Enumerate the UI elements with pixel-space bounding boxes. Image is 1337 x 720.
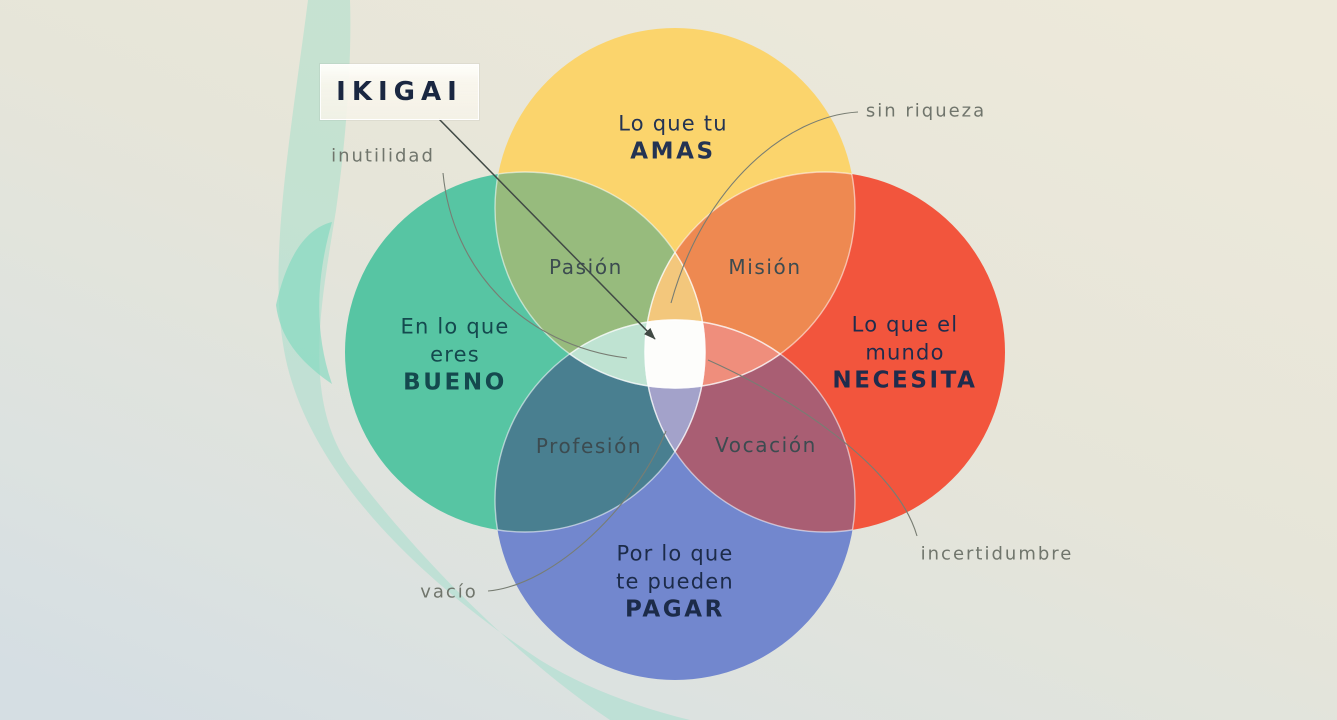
- background-ribbon-highlight: [276, 222, 332, 384]
- ikigai-arrow: [438, 118, 656, 340]
- ikigai-title: IKIGAI: [336, 77, 463, 107]
- outer-label-incertidumbre: incertidumbre: [920, 543, 1074, 565]
- outer-label-sin-riqueza: sin riqueza: [865, 100, 987, 122]
- outer-label-vacio: vacío: [420, 581, 478, 603]
- pointer-lines: [442, 111, 918, 592]
- background-ribbon: [278, 0, 690, 720]
- pointer-inutilidad: [442, 172, 628, 359]
- pointer-vacio: [487, 430, 667, 592]
- ikigai-title-box: IKIGAI: [320, 64, 479, 120]
- intersection-label-pasion: Pasión: [549, 255, 623, 279]
- pointer-incertidumbre: [707, 359, 918, 537]
- outer-label-inutilidad: inutilidad: [331, 145, 435, 167]
- pointer-sin-riqueza: [670, 111, 859, 304]
- intersection-label-profesion: Profesión: [535, 434, 643, 458]
- intersection-label-mision: Misión: [728, 255, 802, 279]
- intersection-label-vocacion: Vocación: [715, 433, 817, 457]
